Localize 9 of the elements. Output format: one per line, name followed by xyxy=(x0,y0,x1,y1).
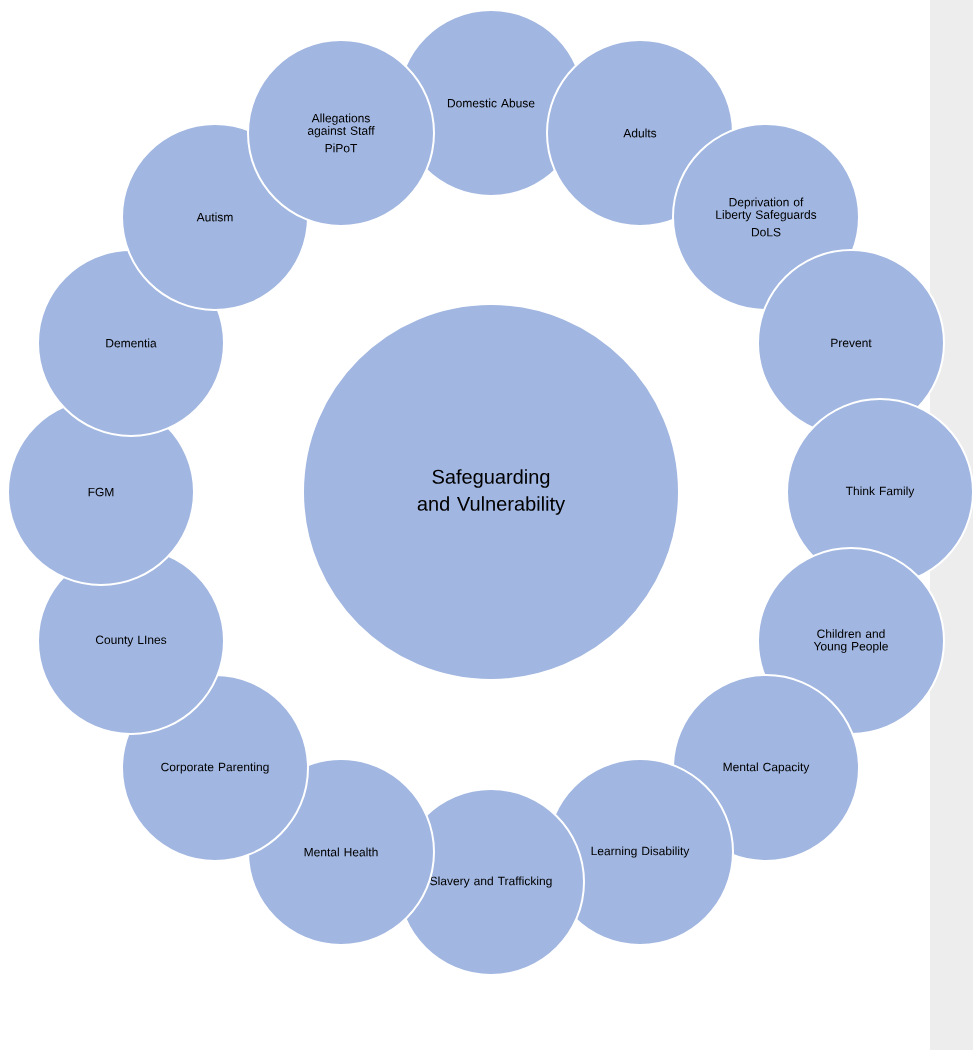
circle-node: Allegations against Staff PiPoT xyxy=(247,39,435,227)
circle-node: Safeguarding and Vulnerability xyxy=(302,303,680,681)
circle-node: Slavery and Trafficking xyxy=(397,788,585,976)
circle-node: Dementia xyxy=(37,249,225,437)
circle-node: Autism xyxy=(121,123,309,311)
circle-node: Prevent xyxy=(757,249,945,437)
circle-node: County LInes xyxy=(37,547,225,735)
circle-node: FGM xyxy=(7,398,195,586)
node-label: Think Family xyxy=(845,486,915,498)
